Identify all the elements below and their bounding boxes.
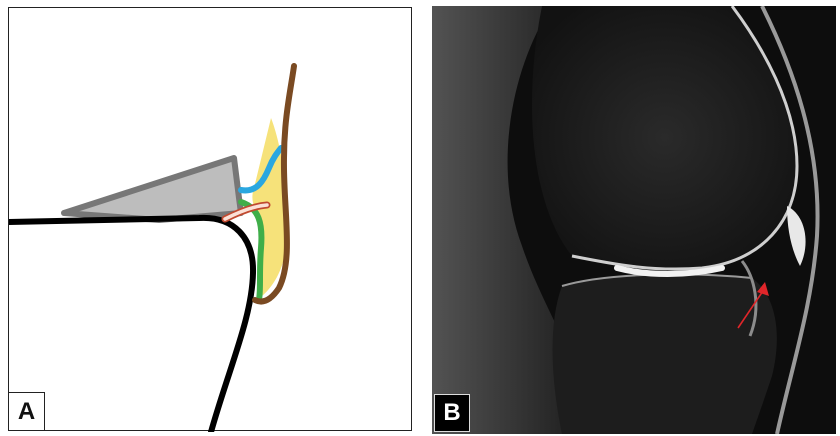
bone-outline [9,218,253,432]
panel-b-mri: B [432,6,836,434]
tibia [553,274,777,434]
panel-label-a: A [9,392,45,430]
meniscus-shape [64,158,241,220]
panel-a-schematic: A [8,7,412,431]
schematic-drawing [9,8,413,432]
mri-image [432,6,836,434]
panel-label-b: B [434,394,470,432]
